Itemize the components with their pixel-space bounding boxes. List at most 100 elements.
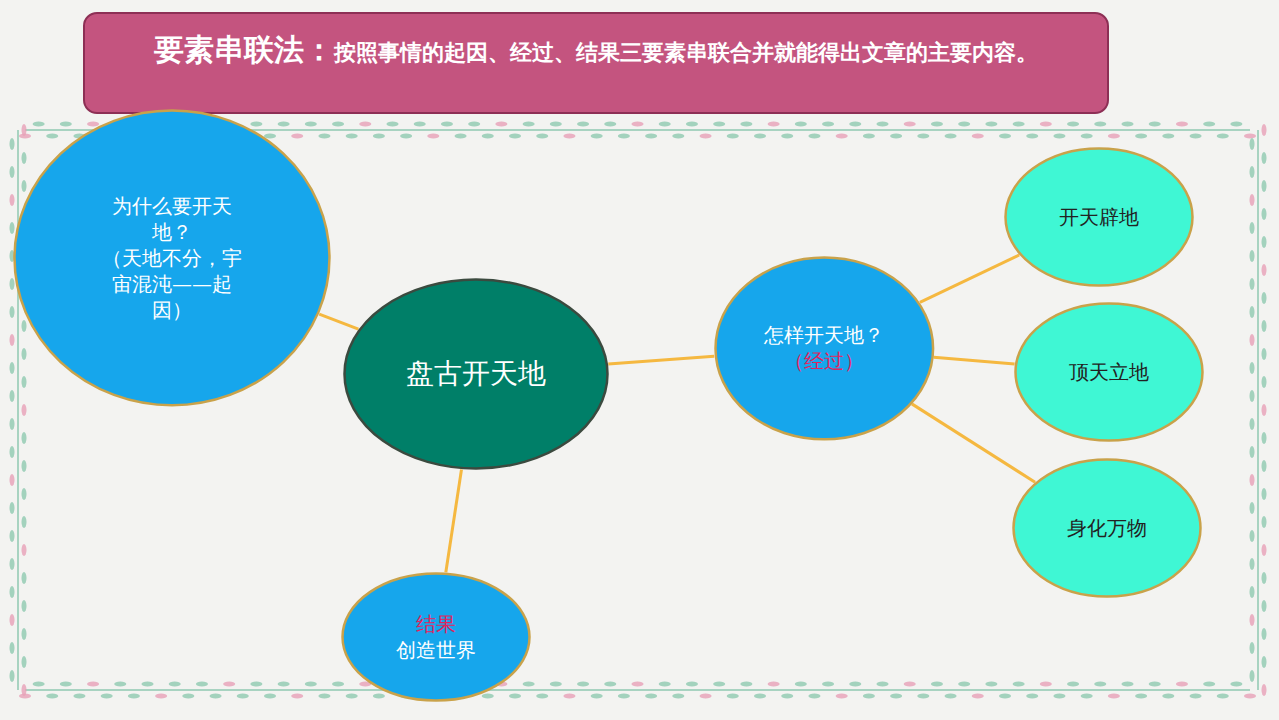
leaf xyxy=(1162,134,1174,139)
leaf xyxy=(1250,194,1255,206)
leaf xyxy=(10,278,15,290)
leaf xyxy=(958,682,970,687)
leaf xyxy=(591,694,603,699)
leaf xyxy=(686,682,698,687)
leaf xyxy=(1262,348,1267,360)
leaf xyxy=(22,572,27,584)
leaf xyxy=(414,122,426,127)
leaf xyxy=(22,432,27,444)
leaf xyxy=(1262,180,1267,192)
leaf xyxy=(1081,694,1093,699)
leaf xyxy=(808,134,820,139)
leaf xyxy=(10,166,15,178)
leaf xyxy=(604,122,616,127)
leaf xyxy=(182,694,194,699)
leaf xyxy=(1262,404,1267,416)
node-label: 身化万物 xyxy=(1067,515,1147,541)
leaf xyxy=(10,614,15,626)
leaf xyxy=(1250,250,1255,262)
leaf xyxy=(264,694,276,699)
leaf xyxy=(1230,122,1242,127)
leaf xyxy=(1013,122,1025,127)
leaf xyxy=(645,134,657,139)
leaf xyxy=(618,694,630,699)
leaf xyxy=(373,134,385,139)
leaf xyxy=(917,694,929,699)
leaf xyxy=(1250,418,1255,430)
leaf xyxy=(1262,208,1267,220)
cause-circle: 为什么要开天地？（天地不分，宇宙混沌——起因） xyxy=(13,109,331,407)
leaf xyxy=(1250,138,1255,150)
leaf xyxy=(1262,684,1267,696)
leaf xyxy=(1250,222,1255,234)
leaf xyxy=(604,682,616,687)
text-holder: 顶天立地 xyxy=(1014,302,1204,442)
leaf xyxy=(700,694,712,699)
leaf xyxy=(114,682,126,687)
leaf xyxy=(1262,264,1267,276)
leaf xyxy=(550,122,562,127)
leaf xyxy=(836,694,848,699)
leaf xyxy=(1217,694,1229,699)
leaf xyxy=(1250,334,1255,346)
leaf xyxy=(1262,124,1267,136)
leaf xyxy=(196,682,208,687)
leaf xyxy=(754,134,766,139)
leaf xyxy=(22,124,27,136)
leaf xyxy=(10,306,15,318)
leaf xyxy=(768,682,780,687)
leaf xyxy=(22,600,27,612)
leaf xyxy=(1250,558,1255,570)
leaf xyxy=(1250,586,1255,598)
leaf xyxy=(1262,460,1267,472)
leaf xyxy=(155,694,167,699)
leaf xyxy=(332,682,344,687)
leaf xyxy=(877,682,889,687)
leaf xyxy=(727,694,739,699)
leaf xyxy=(917,134,929,139)
leaf xyxy=(22,488,27,500)
leaf xyxy=(10,586,15,598)
leaf xyxy=(999,694,1011,699)
connector-line xyxy=(446,469,462,572)
leaf xyxy=(1203,122,1215,127)
leaf xyxy=(1250,530,1255,542)
leaf xyxy=(1244,694,1256,699)
topic-ellipse: 盘古开天地 xyxy=(343,278,609,470)
leaf xyxy=(400,134,412,139)
leaf xyxy=(1262,600,1267,612)
leaf xyxy=(1250,362,1255,374)
leaf xyxy=(33,122,45,127)
leaf xyxy=(849,682,861,687)
leaf xyxy=(22,628,27,640)
node-label: （天地不分，宇宙混沌——起因） xyxy=(97,245,247,323)
leaf xyxy=(1013,682,1025,687)
leaf xyxy=(318,134,330,139)
leaf xyxy=(768,122,780,127)
text-holder: 要素串联法：按照事情的起因、经过、结果三要素串联合并就能得出文章的主要内容。 xyxy=(85,14,1107,112)
leaf xyxy=(1176,122,1188,127)
leaf xyxy=(10,194,15,206)
leaf xyxy=(305,122,317,127)
leaf xyxy=(877,122,889,127)
leaf xyxy=(972,134,984,139)
leaf xyxy=(740,682,752,687)
leaf xyxy=(1135,134,1147,139)
leaf xyxy=(700,134,712,139)
leaf xyxy=(931,682,943,687)
leaf xyxy=(945,694,957,699)
leaf xyxy=(523,122,535,127)
leaf xyxy=(1135,694,1147,699)
leaf xyxy=(1250,306,1255,318)
leaf xyxy=(1094,682,1106,687)
leaf xyxy=(455,134,467,139)
leaf xyxy=(985,682,997,687)
leaf xyxy=(509,134,521,139)
leaf xyxy=(672,694,684,699)
leaf xyxy=(22,348,27,360)
leaf xyxy=(672,134,684,139)
text-holder: 为什么要开天地？（天地不分，宇宙混沌——起因） xyxy=(13,109,331,407)
leaf xyxy=(686,122,698,127)
leaf xyxy=(332,122,344,127)
connector-line xyxy=(608,356,714,364)
